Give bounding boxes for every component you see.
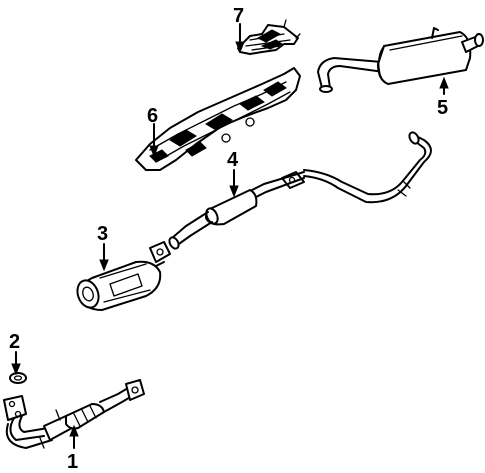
callout-2: 2 (9, 331, 20, 353)
callout-4: 4 (227, 149, 239, 171)
callout-5: 5 (437, 97, 448, 119)
intermediate-pipe[interactable] (149, 131, 432, 263)
pipe-gasket[interactable] (9, 372, 27, 384)
front-exhaust-pipe[interactable] (3, 379, 145, 449)
callout-3: 3 (97, 223, 108, 245)
muffler[interactable] (317, 27, 484, 93)
callout-1: 1 (67, 451, 78, 473)
callout-6: 6 (147, 105, 158, 127)
heat-shield-upper[interactable] (237, 19, 301, 55)
callout-7: 7 (233, 5, 244, 27)
catalytic-converter[interactable] (74, 260, 165, 311)
heat-shield-lower[interactable] (135, 67, 301, 171)
callout-leaders (11, 23, 449, 449)
